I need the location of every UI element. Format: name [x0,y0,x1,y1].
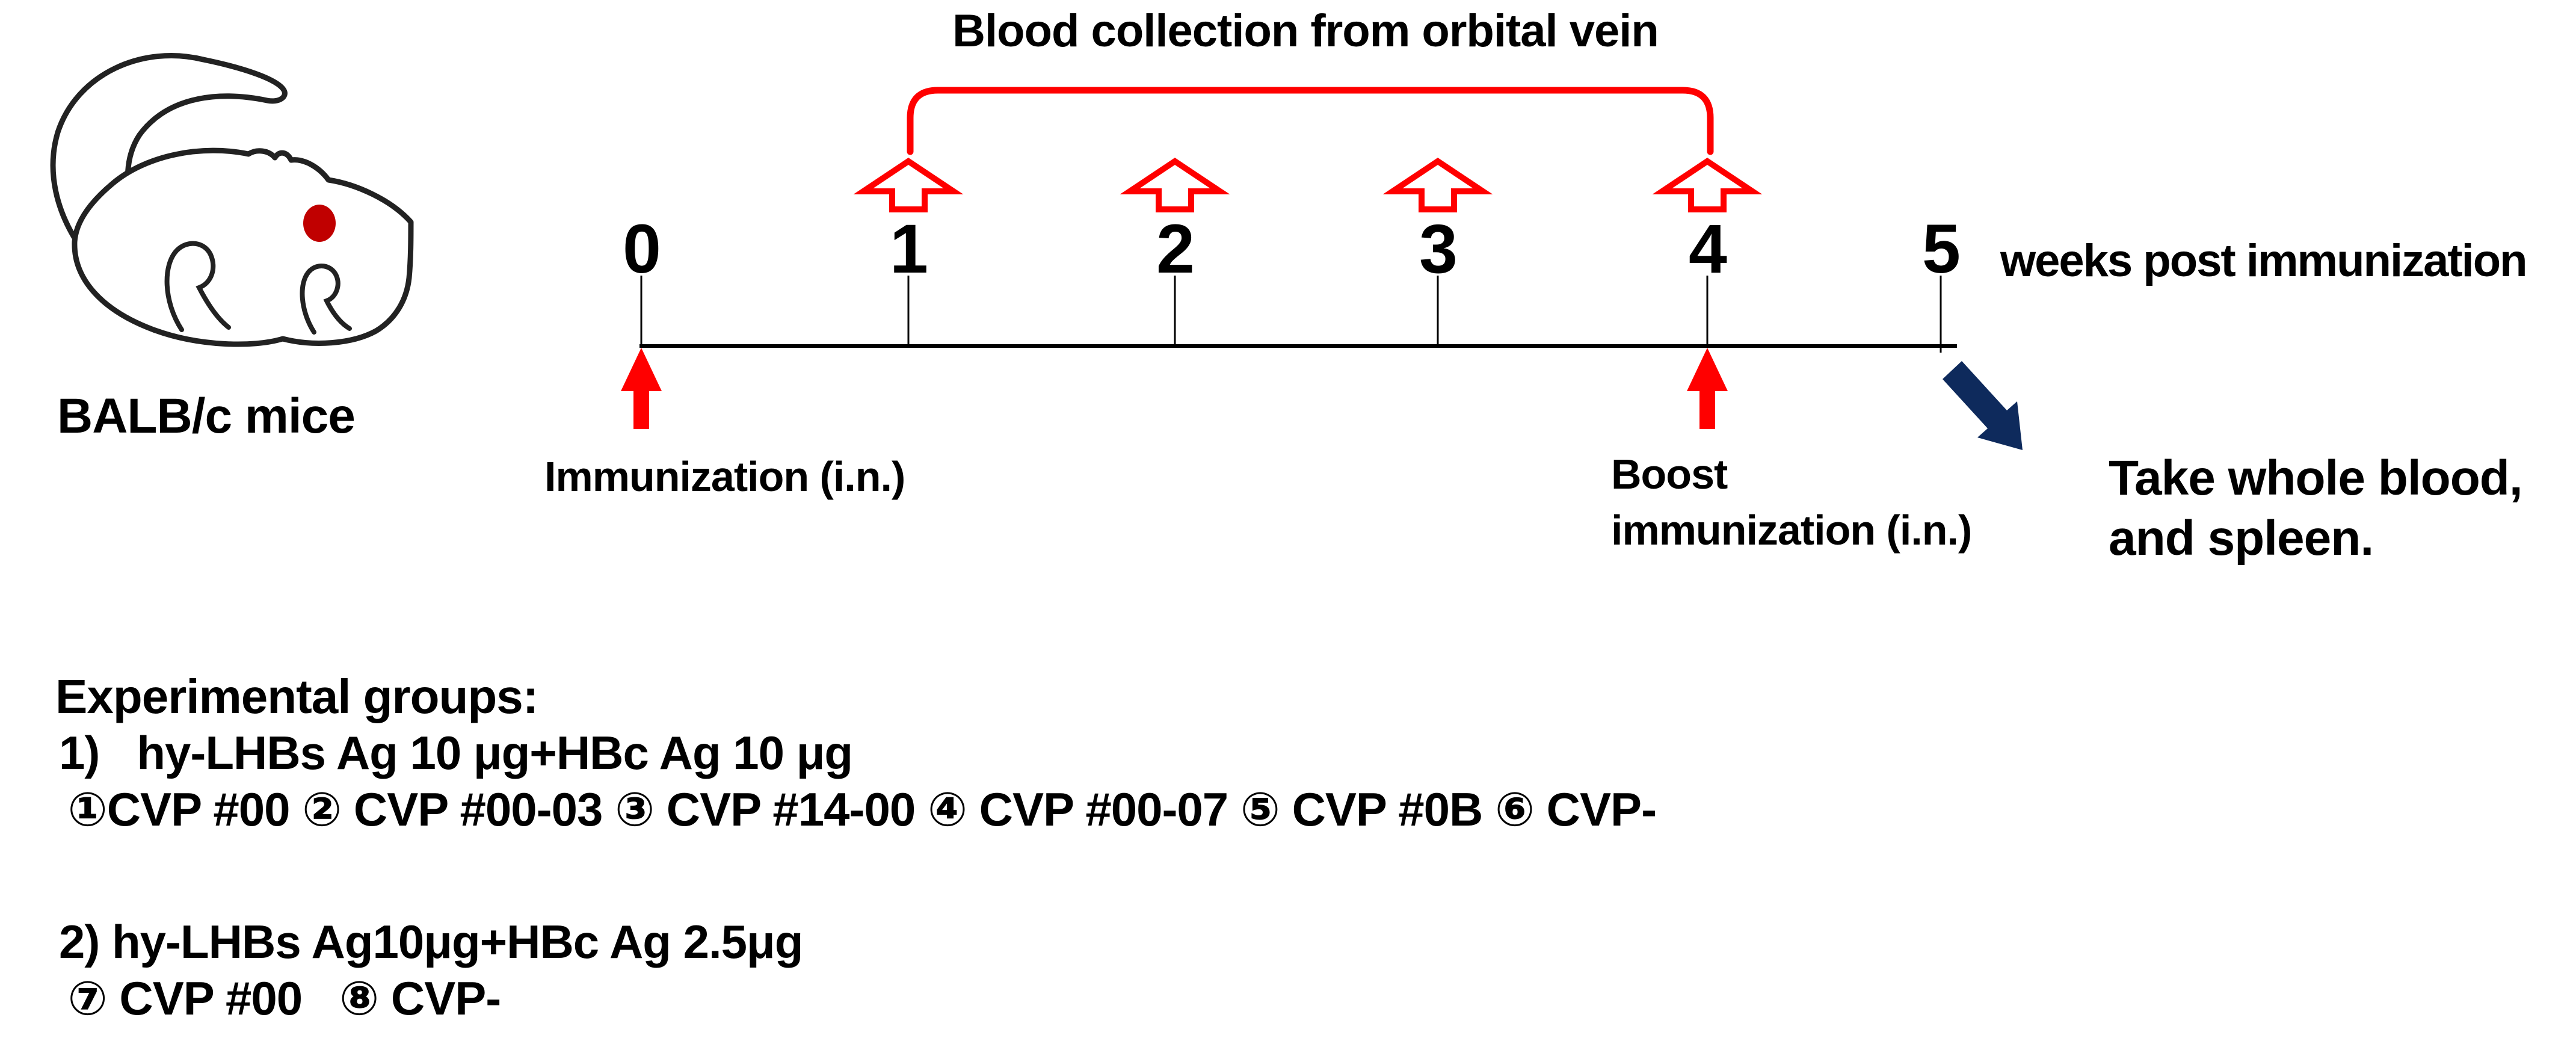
mouse-body [72,147,414,347]
group2-members: ⑦ CVP #00 ⑧ CVP- [55,972,502,1025]
week-label-4: 4 [1689,211,1727,288]
week-label-2: 2 [1156,211,1195,288]
mouse-front-leg [300,264,352,335]
groups-heading: Experimental groups: [55,670,538,723]
blood-collection-arrows [853,157,1763,212]
week-label-0: 0 [623,211,661,288]
boost-label-line2: immunization (i.n.) [1611,507,1972,554]
endpoint-label-line1: Take whole blood, [2109,451,2523,505]
endpoint-label-line2: and spleen. [2109,511,2374,566]
mouse-strain-label: BALB/c mice [57,389,356,443]
mouse-hind-leg [164,241,231,332]
endpoint-arrow-icon [1943,361,2023,450]
group1-members: ①CVP #00 ② CVP #00-03 ③ CVP #14-00 ④ CVP… [55,783,1657,836]
open-up-arrow-icon-week4 [1652,157,1763,212]
blood-collection-bracket [907,87,1714,155]
boost-label-line1: Boost [1611,451,1728,498]
open-up-arrow-icon-week2 [1120,157,1230,212]
axis-unit-label: weeks post immunization [2000,235,2528,286]
immunization-arrow-icon [621,348,662,429]
open-up-arrow-icon-week1 [853,157,964,212]
immunization-label: Immunization (i.n.) [544,453,905,500]
week-label-1: 1 [890,211,928,288]
mouse-eye-icon [303,205,336,242]
open-up-arrow-icon-week3 [1382,157,1493,212]
timeline-axis [639,276,1957,353]
group1-title: 1) hy-LHBs Ag 10 μg+HBc Ag 10 μg [59,726,853,779]
boost-arrow-icon [1687,348,1728,429]
week-label-3: 3 [1419,211,1458,288]
week-label-5: 5 [1922,211,1961,288]
group2-title: 2) hy-LHBs Ag10μg+HBc Ag 2.5μg [59,915,803,968]
mouse-illustration [50,53,414,347]
diagram-title: Blood collection from orbital vein [952,5,1659,57]
